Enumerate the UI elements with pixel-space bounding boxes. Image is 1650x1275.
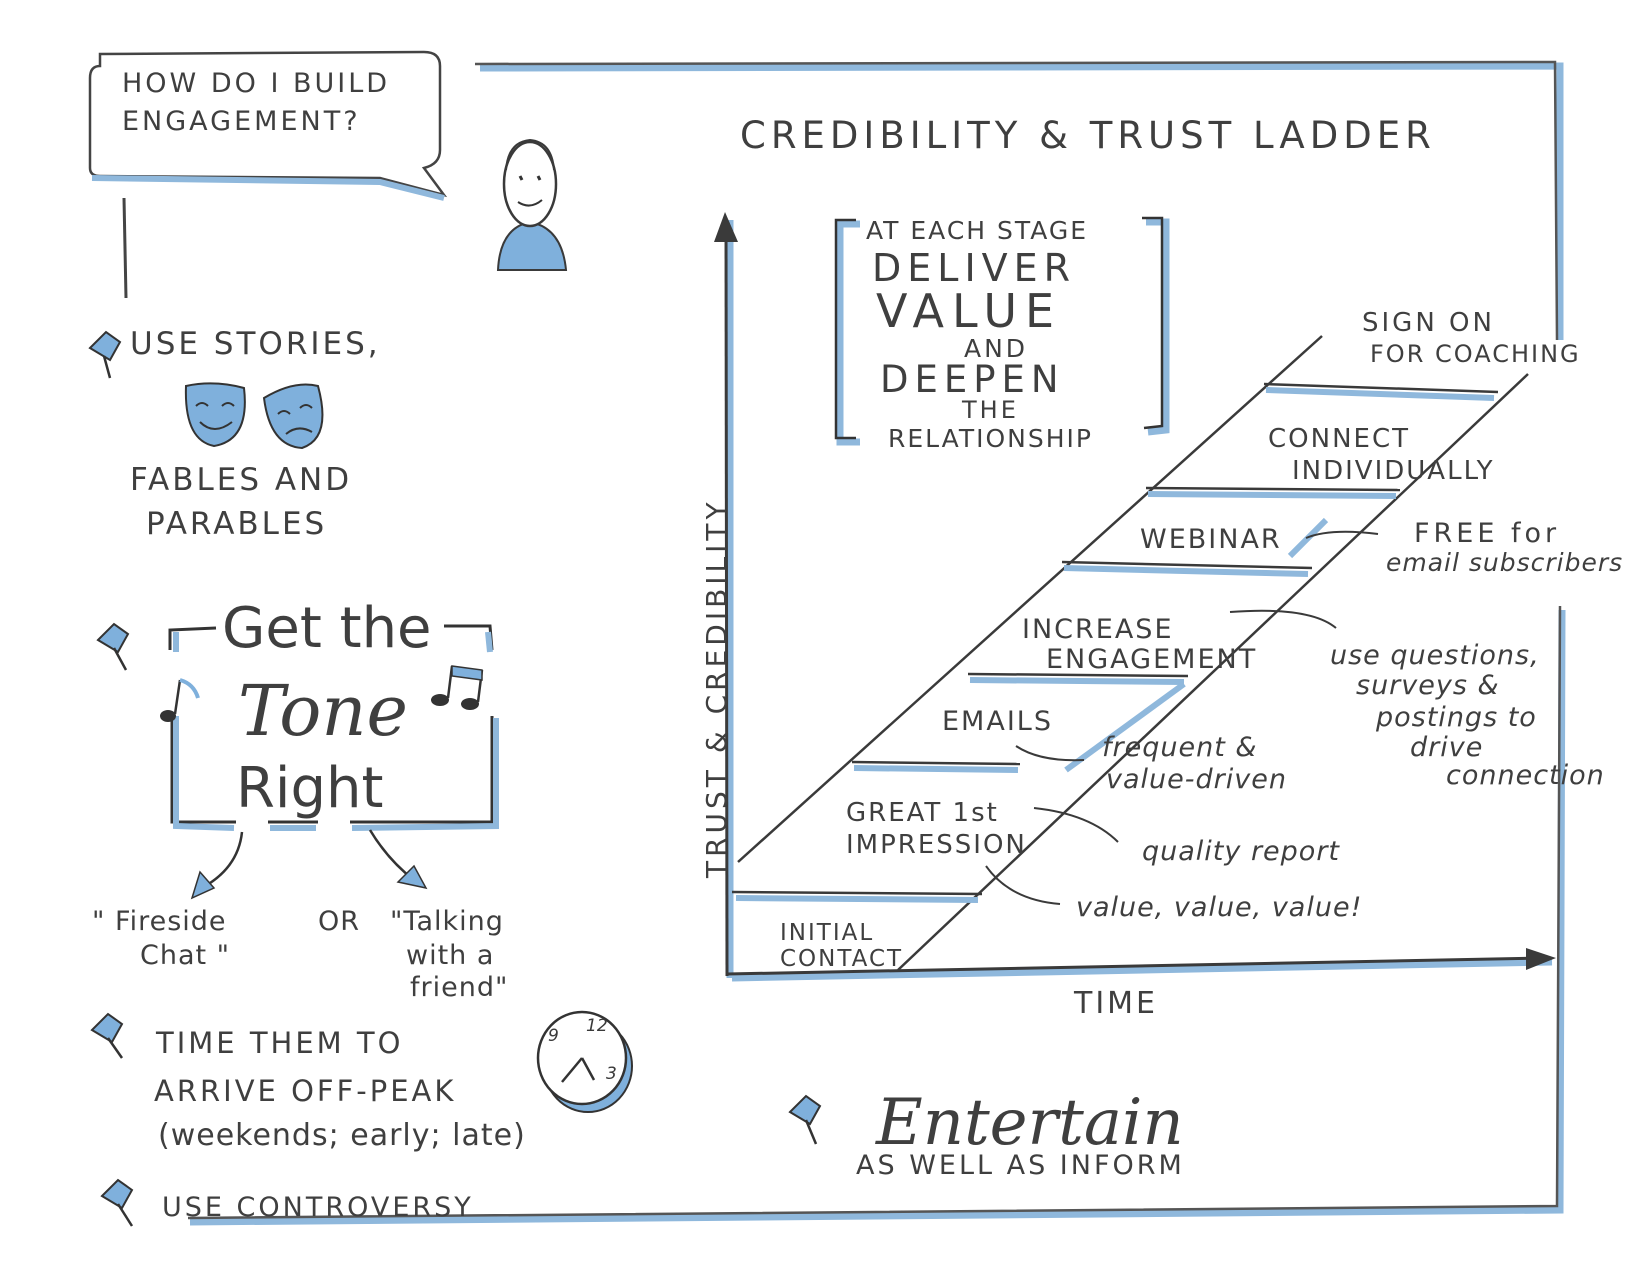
annotation-quality-report: quality report: [1142, 836, 1341, 867]
tip-timing: TIME THEM TO: [156, 1026, 404, 1060]
person-icon: [496, 138, 568, 271]
tone-option-friend: with a: [406, 940, 495, 971]
value-box-bracket: [834, 216, 1170, 446]
stage-great-impression: IMPRESSION: [846, 830, 1027, 860]
stage-increase-engagement: INCREASE: [1022, 614, 1174, 645]
pushpin-icon: [90, 1012, 124, 1059]
comedy-mask-icon: [184, 382, 246, 448]
tone-option-fireside: Chat ": [140, 940, 231, 971]
value-box-line: RELATIONSHIP: [888, 424, 1093, 453]
annotation-engagement: connection: [1446, 760, 1605, 791]
annotation-value: value, value, value!: [1076, 892, 1363, 923]
speech-bubble-line: HOW DO I BUILD: [122, 68, 391, 99]
annotation-emails: frequent &: [1102, 732, 1258, 763]
annotation-engagement: postings to: [1376, 702, 1537, 733]
clock-number: 9: [548, 1026, 559, 1046]
ladder-title: CREDIBILITY & TRUST LADDER: [740, 114, 1436, 157]
annotation-connectors: [985, 530, 1379, 905]
stage-connect-individually: CONNECT: [1268, 424, 1410, 454]
tone-bracket: [168, 624, 499, 831]
stage-great-impression: GREAT 1st: [846, 798, 999, 828]
y-axis-label: TRUST & CREDIBILITY: [700, 498, 733, 878]
value-box-line: AND: [964, 334, 1029, 363]
ladder-axes: [714, 212, 1556, 982]
tip-timing: (weekends; early; late): [158, 1118, 526, 1153]
speech-bubble-line: ENGAGEMENT?: [122, 106, 361, 137]
tip-stories: PARABLES: [146, 506, 328, 542]
annotation-engagement: use questions,: [1330, 640, 1540, 671]
music-note-icon: [431, 665, 484, 710]
tone-line: Get the: [222, 596, 432, 661]
clock-icon: [536, 1010, 633, 1113]
music-note-icon: [160, 678, 200, 722]
x-axis-label: TIME: [1074, 986, 1159, 1021]
tone-option-friend: "Talking: [390, 906, 504, 937]
speech-bubble: [88, 50, 448, 198]
tip-stories: FABLES AND: [130, 462, 353, 498]
tip-stories: USE STORIES,: [130, 326, 381, 362]
stage-connect-individually: INDIVIDUALLY: [1292, 456, 1495, 486]
ladder-step-shadows: [735, 387, 1495, 903]
clock-number: 12: [586, 1016, 608, 1036]
tone-option-friend: friend": [410, 972, 509, 1003]
ladder-staircase: [731, 335, 1529, 971]
stage-increase-engagement: ENGAGEMENT: [1046, 644, 1258, 675]
annotation-engagement: surveys &: [1356, 670, 1500, 701]
tip-timing: ARRIVE OFF-PEAK: [154, 1074, 457, 1108]
pushpin-icon: [96, 622, 130, 671]
stage-sign-on-coaching: SIGN ON: [1362, 308, 1495, 338]
annotation-webinar: FREE for: [1414, 518, 1561, 549]
stage-webinar: WEBINAR: [1140, 524, 1282, 555]
tip-controversy: USE CONTROVERSY: [162, 1192, 474, 1223]
stage-initial-contact: INITIAL: [780, 920, 875, 946]
clock-number: 3: [606, 1064, 617, 1084]
value-box-line: DELIVER: [872, 246, 1077, 290]
pushpin-icon: [100, 1178, 134, 1227]
tone-option-or: OR: [318, 906, 361, 937]
entertain-subline: AS WELL AS INFORM: [856, 1150, 1185, 1181]
value-box-line: VALUE: [876, 284, 1063, 338]
tragedy-mask-icon: [262, 383, 324, 450]
stage-sign-on-coaching: FOR COACHING: [1370, 340, 1581, 368]
value-box-line: DEEPEN: [880, 358, 1065, 401]
tone-line: Tone: [238, 670, 408, 752]
annotation-engagement: drive: [1410, 732, 1484, 763]
pushpin-icon: [88, 330, 122, 379]
value-box-line: THE: [962, 396, 1019, 424]
tone-option-fireside: " Fireside: [92, 906, 227, 937]
stage-emails: EMAILS: [942, 706, 1053, 737]
value-box-line: AT EACH STAGE: [866, 216, 1089, 245]
stage-initial-contact: CONTACT: [780, 946, 904, 972]
annotation-emails: value-driven: [1106, 764, 1287, 795]
entertain-heading: Entertain: [876, 1086, 1184, 1160]
annotation-webinar: email subscribers: [1386, 548, 1624, 577]
tone-line: Right: [236, 756, 384, 821]
pushpin-icon: [788, 1094, 822, 1145]
